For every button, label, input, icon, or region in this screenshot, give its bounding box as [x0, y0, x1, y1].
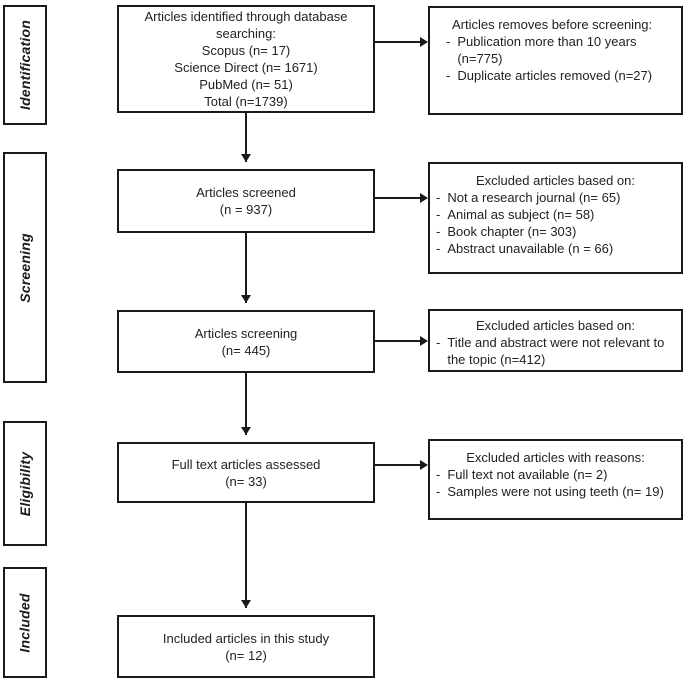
box-text-line: Total (n=1739)	[204, 94, 288, 109]
list-item: - Full text not available (n= 2)	[436, 466, 675, 483]
arrow-right-icon	[420, 193, 428, 203]
bullet-dash: -	[436, 224, 441, 239]
stage-box-identification: Identification	[3, 5, 47, 125]
list-item: - Animal as subject (n= 58)	[436, 206, 675, 223]
box-full-text-assessed: Full text articles assessed (n= 33)	[117, 442, 375, 503]
bullet-dash: -	[446, 68, 451, 83]
side-box-title: Articles removes before screening:	[452, 17, 653, 32]
box-text-line: (n= 33)	[225, 473, 267, 489]
list-item-text: Duplicate articles removed (n=27)	[457, 68, 653, 83]
list-item: - Title and abstract were not relevant t…	[436, 334, 675, 368]
list-item-text: Animal as subject (n= 58)	[447, 207, 595, 222]
list-item-text: Title and abstract were not relevant to …	[447, 335, 665, 367]
box-articles-identified: Articles identified through database sea…	[117, 5, 375, 113]
bullet-dash: -	[446, 34, 451, 49]
box-text-line: Articles screened	[196, 185, 296, 200]
box-text-line: Scopus (n= 17)	[201, 43, 291, 58]
bullet-dash: -	[436, 467, 441, 482]
connector-line-down-3	[245, 373, 247, 435]
box-text-line: (n= 12)	[225, 647, 267, 663]
list-item-text: Full text not available (n= 2)	[447, 467, 608, 482]
connector-line-right-2	[375, 197, 421, 199]
side-box-excluded-full-text: Excluded articles with reasons: - Full t…	[428, 439, 683, 520]
connector-line-down-4	[245, 503, 247, 608]
box-text-line: searching:	[216, 26, 276, 41]
list-item: - Samples were not using teeth (n= 19)	[436, 483, 675, 500]
side-box-title: Excluded articles with reasons:	[466, 450, 645, 465]
box-text-line: Full text articles assessed	[171, 456, 321, 472]
stage-box-eligibility: Eligibility	[3, 421, 47, 546]
arrow-down-icon	[241, 295, 251, 303]
box-text-line: (n= 445)	[221, 342, 271, 358]
box-text-line: Included articles in this study	[162, 630, 330, 646]
arrow-right-icon	[420, 460, 428, 470]
stage-label-included: Included	[17, 592, 34, 653]
list-item: - Not a research journal (n= 65)	[436, 189, 675, 206]
bullet-dash: -	[436, 484, 441, 499]
box-text-line: PubMed (n= 51)	[199, 77, 293, 92]
arrow-right-icon	[420, 336, 428, 346]
connector-line-right-1	[375, 41, 421, 43]
box-text-line: (n = 937)	[219, 202, 273, 217]
arrow-down-icon	[241, 154, 251, 162]
bullet-dash: -	[436, 241, 441, 256]
list-item-text: Abstract unavailable (n = 66)	[447, 241, 614, 256]
stage-label-identification: Identification	[17, 20, 34, 110]
bullet-dash: -	[436, 335, 441, 350]
box-included-articles: Included articles in this study (n= 12)	[117, 615, 375, 678]
box-articles-screened: Articles screened (n = 937)	[117, 169, 375, 233]
stage-label-eligibility: Eligibility	[17, 451, 33, 516]
side-box-title: Excluded articles based on:	[476, 173, 635, 188]
list-item: - Publication more than 10 years (n=775)	[436, 33, 675, 67]
arrow-right-icon	[420, 37, 428, 47]
box-articles-screening: Articles screening (n= 445)	[117, 310, 375, 373]
stage-box-screening: Screening	[3, 152, 47, 383]
connector-line-right-4	[375, 464, 421, 466]
list-item-text: Not a research journal (n= 65)	[447, 190, 621, 205]
list-item-text: Book chapter (n= 303)	[447, 224, 577, 239]
connector-line-down-1	[245, 113, 247, 162]
connector-line-down-2	[245, 233, 247, 303]
side-box-removed-before-screening: Articles removes before screening: - Pub…	[428, 6, 683, 115]
list-item: - Abstract unavailable (n = 66)	[436, 240, 675, 257]
side-box-excluded-screening: Excluded articles based on: - Title and …	[428, 309, 683, 372]
connector-line-right-3	[375, 340, 421, 342]
box-text-line: Science Direct (n= 1671)	[174, 60, 318, 75]
stage-label-screening: Screening	[17, 232, 33, 303]
box-text-line: Articles identified through database	[144, 9, 348, 24]
bullet-dash: -	[436, 207, 441, 222]
list-item-text: Samples were not using teeth (n= 19)	[447, 484, 664, 499]
arrow-down-icon	[241, 427, 251, 435]
list-item: - Duplicate articles removed (n=27)	[436, 67, 675, 84]
list-item: - Book chapter (n= 303)	[436, 223, 675, 240]
list-item-text: Publication more than 10 years (n=775)	[457, 34, 637, 66]
box-text-line: Articles screening	[194, 325, 298, 341]
arrow-down-icon	[241, 600, 251, 608]
side-box-title: Excluded articles based on:	[476, 318, 635, 333]
stage-box-included: Included	[3, 567, 47, 678]
side-box-excluded-screened: Excluded articles based on: - Not a rese…	[428, 162, 683, 274]
bullet-dash: -	[436, 190, 441, 205]
